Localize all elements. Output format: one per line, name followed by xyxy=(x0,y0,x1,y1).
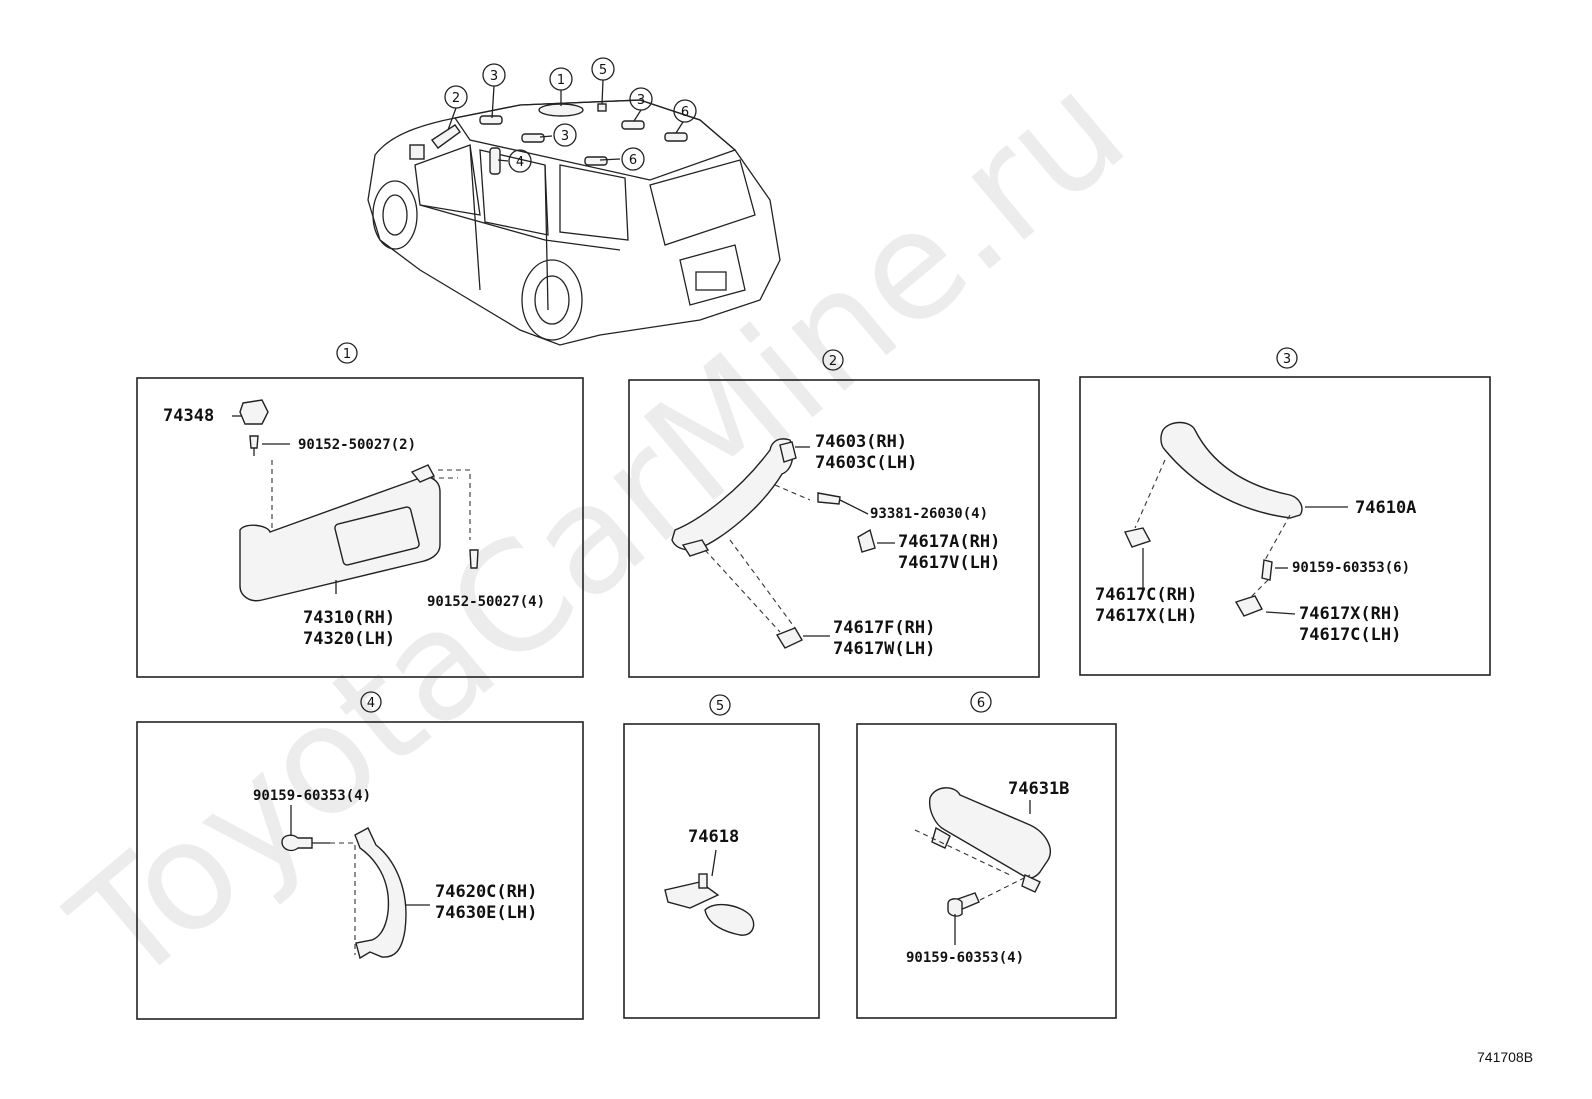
section-4-grab-handle: 4 90159-60353(4) 74620C(RH) 74630E(LH) xyxy=(136,691,584,1020)
section-1-sun-visor: 1 74348 90152-50027(2) 90152-50027(4) 74… xyxy=(136,342,584,678)
part-label: 74630E(LH) xyxy=(435,903,537,923)
section-panel xyxy=(136,377,584,678)
section-panel xyxy=(136,721,584,1020)
part-label: 74617X(RH) xyxy=(1299,604,1401,624)
section-6-rail: 6 74631B 90159-60353(4) xyxy=(856,691,1117,1019)
svg-text:6: 6 xyxy=(629,153,637,168)
section-number: 6 xyxy=(977,696,985,711)
section-number: 4 xyxy=(367,696,375,711)
diagram-code: 741708B xyxy=(1477,1049,1533,1065)
overview-callout: 2 xyxy=(444,85,468,109)
overview-callout: 4 xyxy=(508,149,532,173)
svg-text:3: 3 xyxy=(561,129,569,144)
assist-grip-roof xyxy=(1160,421,1303,519)
svg-text:3: 3 xyxy=(490,69,498,84)
section-number: 1 xyxy=(343,347,351,362)
watermark: ToyotaCarMine.ru xyxy=(41,42,1157,1018)
overview-callout: 3 xyxy=(553,123,577,147)
section-panel xyxy=(856,723,1117,1019)
svg-text:3: 3 xyxy=(637,93,645,108)
part-label: 90152-50027(4) xyxy=(427,594,545,610)
part-label: 74610A xyxy=(1355,498,1416,518)
part-label: 74631B xyxy=(1008,779,1069,799)
part-label: 74618 xyxy=(688,827,739,847)
part-label: 74617X(LH) xyxy=(1095,606,1197,626)
section-2-assist-grip: 2 74603(RH) 74603C(LH) 93381-26030(4) 74… xyxy=(628,349,1040,678)
overview-callout: 6 xyxy=(673,99,697,123)
section-panel xyxy=(1079,376,1491,676)
section-panel xyxy=(623,723,820,1019)
svg-text:4: 4 xyxy=(516,155,524,170)
section-3-assist-grip: 3 74610A 90159-60353(6) 74617C(RH) 74617… xyxy=(1079,347,1491,676)
part-label: 74617F(RH) xyxy=(833,618,935,638)
part-label: 74620C(RH) xyxy=(435,882,537,902)
vehicle-overview: 2 3 1 5 3 3 6 4 xyxy=(367,57,781,346)
part-label: 74310(RH) xyxy=(303,608,395,628)
part-label: 74617V(LH) xyxy=(898,553,1000,573)
visor-holder xyxy=(239,399,269,425)
part-label: 74603(RH) xyxy=(815,432,907,452)
part-label: 74617A(RH) xyxy=(898,532,1000,552)
overview-callout: 3 xyxy=(629,87,653,111)
part-label: 90159-60353(4) xyxy=(253,788,371,804)
clip-base xyxy=(664,881,720,909)
part-label: 74348 xyxy=(163,406,214,426)
svg-text:2: 2 xyxy=(452,91,460,106)
section-number: 5 xyxy=(716,699,724,714)
svg-text:5: 5 xyxy=(599,63,607,78)
part-label: 74617C(RH) xyxy=(1095,585,1197,605)
part-label: 74617W(LH) xyxy=(833,639,935,659)
overview-callout: 1 xyxy=(549,67,573,91)
part-label: 74617C(LH) xyxy=(1299,625,1401,645)
overview-callout: 5 xyxy=(591,57,615,81)
part-label: 93381-26030(4) xyxy=(870,506,988,522)
part-label: 90159-60353(6) xyxy=(1292,560,1410,576)
overview-callout: 3 xyxy=(482,63,506,87)
svg-text:1: 1 xyxy=(557,73,565,88)
part-label: 74320(LH) xyxy=(303,629,395,649)
part-label: 90152-50027(2) xyxy=(298,437,416,453)
section-number: 3 xyxy=(1283,352,1291,367)
clip-cap xyxy=(704,903,755,936)
part-label: 90159-60353(4) xyxy=(906,950,1024,966)
rail-bracket xyxy=(928,787,1051,879)
part-label: 74603C(LH) xyxy=(815,453,917,473)
section-number: 2 xyxy=(829,354,837,369)
section-5-clip: 5 74618 xyxy=(623,694,820,1019)
svg-text:6: 6 xyxy=(681,105,689,120)
section-panel xyxy=(628,379,1040,678)
overview-callout: 6 xyxy=(621,147,645,171)
grab-handle xyxy=(354,827,407,960)
